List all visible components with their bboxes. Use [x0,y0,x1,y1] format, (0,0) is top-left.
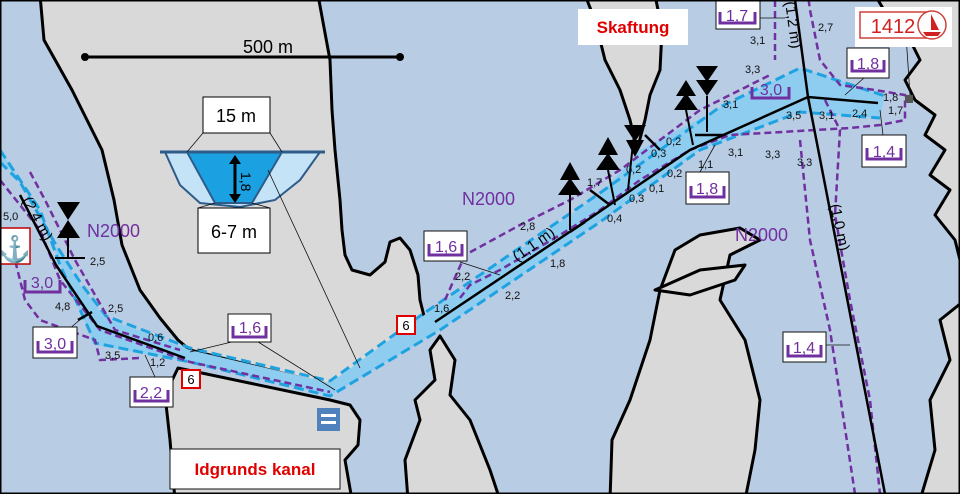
svg-text:0,6: 0,6 [148,332,163,344]
svg-text:1,6: 1,6 [434,303,449,315]
svg-text:⚓: ⚓ [0,234,31,264]
chart-number-badge: 1412 [855,7,952,47]
svg-text:1,8: 1,8 [550,258,565,270]
speed-limit-sign: 6 [181,369,201,389]
svg-text:1,8: 1,8 [857,56,879,73]
svg-text:1,2: 1,2 [150,357,165,369]
svg-text:6: 6 [402,318,409,333]
fairway-line [434,95,879,324]
place-label-idgrunds-kanal: Idgrunds kanal [169,448,341,490]
cross-section-depth: 1,8 [238,172,254,192]
svg-text:3,5: 3,5 [105,350,120,362]
channel-edge-north [0,66,886,383]
islet [653,263,747,297]
beacon-icons [55,66,913,259]
svg-text:1,6: 1,6 [435,239,457,256]
svg-text:3,1: 3,1 [723,99,738,111]
depth-label: 3,0 [23,275,62,294]
svg-text:0,2: 0,2 [666,136,681,148]
svg-text:1,7: 1,7 [587,177,602,189]
scale-bar-label: 500 m [243,37,293,57]
depth-label: 3,0 [750,82,791,100]
svg-text:3,1: 3,1 [750,35,765,47]
svg-text:2,5: 2,5 [90,256,105,268]
depth-box: 1,4 [861,134,907,168]
soundings: 5,0 2,5 4,8 2,5 0,6 3,5 1,2 1,6 2,2 2,2 … [3,22,903,369]
svg-text:1,6: 1,6 [239,320,261,337]
svg-text:5,0: 5,0 [3,211,18,223]
svg-text:2,8: 2,8 [520,221,535,233]
svg-text:1,8: 1,8 [883,92,898,104]
svg-text:1,8: 1,8 [696,181,718,198]
depth-box: 1,7 [715,0,761,30]
svg-text:3,0: 3,0 [760,82,782,99]
svg-text:3,1: 3,1 [819,110,834,122]
svg-text:2,4: 2,4 [852,108,867,120]
svg-text:Skaftung: Skaftung [597,18,670,37]
land-east-lower [920,302,960,494]
svg-text:0,4: 0,4 [607,213,622,225]
svg-text:1,7: 1,7 [888,105,903,117]
fairway-ticks [77,133,725,322]
boat-icon [917,10,947,40]
svg-text:1,1: 1,1 [698,159,713,171]
depth-box: 1,8 [846,47,890,79]
depth-box: 1,6 [423,230,468,262]
svg-text:2,5: 2,5 [108,303,123,315]
cross-section-bottom-width: 6-7 m [211,222,257,242]
svg-text:3,3: 3,3 [797,157,812,169]
anchor-icon: ⚓ [0,227,31,265]
svg-text:1,4: 1,4 [873,144,895,161]
svg-text:2,2: 2,2 [505,290,520,302]
fairway-line [793,0,887,494]
depth-box: 2,2 [129,376,174,408]
svg-text:2,2: 2,2 [140,385,162,402]
n2000-label: N2000 [735,225,788,245]
lock-icon [317,408,340,431]
svg-text:0,2: 0,2 [626,164,641,176]
svg-text:1,7: 1,7 [726,8,748,25]
svg-text:3,3: 3,3 [765,149,780,161]
svg-text:1412: 1412 [871,16,916,38]
fairway-depth: (1,2 m) [781,0,804,49]
svg-text:2,7: 2,7 [818,22,833,34]
depth-box: 3,0 [32,326,78,359]
n2000-label: N2000 [462,189,515,209]
channel-edge-south [0,110,881,398]
land-south-mid [403,334,500,494]
cross-section-top-width: 15 m [216,106,256,126]
svg-text:2,2: 2,2 [455,271,470,283]
svg-text:3,0: 3,0 [31,275,53,292]
scale-bar: 500 m [81,37,404,61]
depth-box: 1,8 [685,171,730,205]
svg-text:3,5: 3,5 [786,110,801,122]
fairway-line [18,194,186,360]
svg-text:0,3: 0,3 [651,148,666,160]
svg-text:3,3: 3,3 [745,64,760,76]
place-label-skaftung: Skaftung [578,9,688,45]
channel-cross-section: 1,8 15 m 6-7 m [160,96,361,369]
svg-text:4,8: 4,8 [55,301,70,313]
depth-box: 1,4 [782,331,827,363]
depth-box: 1,6 [227,313,272,343]
svg-text:3,0: 3,0 [44,336,66,353]
svg-text:1,4: 1,4 [793,340,815,357]
land-southeast [608,226,762,494]
svg-text:0,1: 0,1 [649,183,664,195]
leader-lines [67,17,911,391]
speed-limit-sign: 6 [396,315,416,335]
land-east [876,0,960,262]
svg-text:0,2: 0,2 [667,168,682,180]
svg-text:0,3: 0,3 [629,193,644,205]
n2000-label: N2000 [87,221,140,241]
svg-text:Idgrunds kanal: Idgrunds kanal [195,460,316,479]
svg-text:3,1: 3,1 [728,147,743,159]
dredged-channel [0,68,885,396]
svg-text:6: 6 [187,372,194,387]
